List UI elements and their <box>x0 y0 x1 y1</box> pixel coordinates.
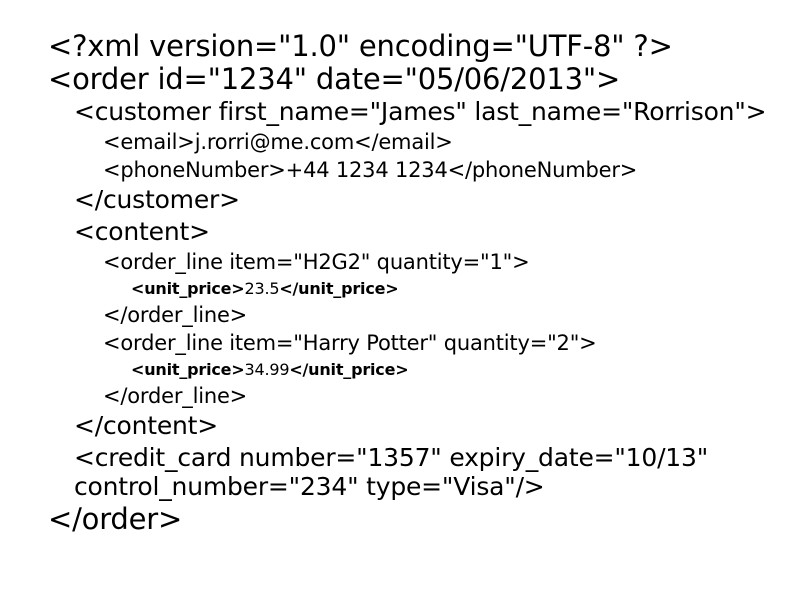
xml-line-order-line-2-close: </order_line> <box>103 384 248 408</box>
xml-line-order-close: </order> <box>48 502 183 536</box>
xml-line-order-line-1-open: <order_line item="H2G2" quantity="1"> <box>103 250 530 274</box>
xml-line-customer-open: <customer first_name="James" last_name="… <box>74 97 767 126</box>
unit-price-2-close-tag: </unit_price> <box>289 360 409 379</box>
xml-line-email: <email>j.rorri@me.com</email> <box>103 130 453 154</box>
unit-price-2-value: 34.99 <box>244 360 290 379</box>
xml-line-credit-card-open: <credit_card number="1357" expiry_date="… <box>74 443 709 472</box>
xml-line-unit-price-1: <unit_price>23.5</unit_price> <box>131 276 790 301</box>
unit-price-1-close-tag: </unit_price> <box>279 279 399 298</box>
xml-line-phone-number: <phoneNumber>+44 1234 1234</phoneNumber> <box>103 158 638 182</box>
xml-line-credit-card-continuation: control_number="234" type="Visa"/> <box>74 472 545 501</box>
xml-line-order-line-1-close: </order_line> <box>103 303 248 327</box>
xml-line-content-close: </content> <box>74 411 219 440</box>
unit-price-1-value: 23.5 <box>244 279 280 298</box>
xml-line-order-open: <order id="1234" date="05/06/2013"> <box>48 62 621 96</box>
xml-line-customer-close: </customer> <box>74 185 240 214</box>
unit-price-1-open-tag: <unit_price> <box>131 279 245 298</box>
unit-price-2-open-tag: <unit_price> <box>131 360 245 379</box>
xml-line-prolog: <?xml version="1.0" encoding="UTF-8" ?> <box>48 29 673 63</box>
xml-line-order-line-2-open: <order_line item="Harry Potter" quantity… <box>103 331 597 355</box>
xml-line-unit-price-2: <unit_price>34.99</unit_price> <box>131 357 790 382</box>
xml-line-content-open: <content> <box>74 217 210 246</box>
